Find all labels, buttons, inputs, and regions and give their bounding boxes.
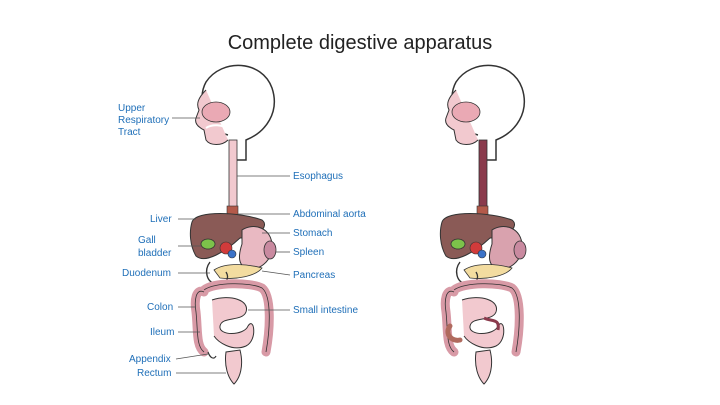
left-small-intestine: [211, 297, 255, 349]
label-upper-respiratory-1: Upper: [118, 103, 146, 114]
label-gall-1: Gall: [138, 235, 156, 246]
label-spleen: Spleen: [293, 247, 324, 258]
left-esophagus: [228, 139, 238, 211]
right-small-intestine: [461, 297, 505, 349]
right-esophagus: [478, 139, 488, 211]
left-spleen: [263, 240, 277, 260]
label-upper-respiratory-2: Respiratory: [118, 115, 169, 126]
right-anatomy-figure: [439, 64, 527, 385]
label-stomach: Stomach: [293, 228, 332, 239]
page-title: Complete digestive apparatus: [227, 32, 493, 54]
left-rectum: [225, 349, 243, 385]
label-upper-respiratory-3: Tract: [118, 127, 141, 138]
label-small-intestine: Small intestine: [293, 305, 358, 316]
left-gallbladder: [200, 238, 216, 250]
right-rectum: [475, 349, 493, 385]
right-gallbladder: [450, 238, 466, 250]
label-appendix: Appendix: [129, 354, 171, 365]
left-pancreas: [213, 264, 263, 279]
label-gall-2: bladder: [138, 248, 172, 259]
label-rectum: Rectum: [137, 368, 171, 379]
left-anatomy-figure: [189, 64, 277, 385]
label-ileum: Ileum: [150, 327, 174, 338]
label-abdominal-aorta: Abdominal aorta: [293, 209, 366, 220]
label-esophagus: Esophagus: [293, 171, 343, 182]
left-stomach: [239, 226, 273, 270]
label-duodenum: Duodenum: [122, 268, 171, 279]
label-liver: Liver: [150, 214, 172, 225]
label-colon: Colon: [147, 302, 173, 313]
left-oral-cavity: [201, 101, 231, 123]
left-appendix: [207, 351, 217, 359]
right-stomach: [489, 226, 523, 270]
label-pancreas: Pancreas: [293, 270, 335, 281]
